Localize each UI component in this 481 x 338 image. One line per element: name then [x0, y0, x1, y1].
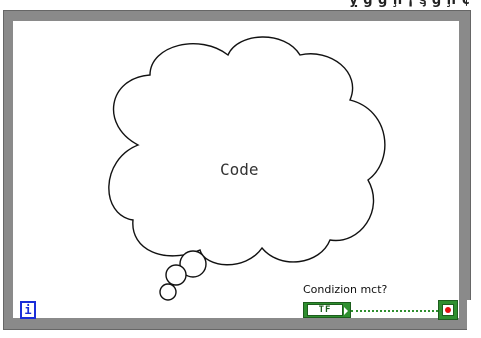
thought-bubble-small — [159, 283, 177, 301]
boolean-control[interactable]: TF — [303, 302, 351, 318]
thought-bubble-medium — [165, 264, 187, 286]
code-cloud-shape — [108, 36, 386, 266]
thought-bubble-large — [179, 250, 207, 278]
iteration-terminal-icon[interactable]: i — [20, 301, 36, 319]
frame-notch — [467, 300, 481, 330]
top-clipped-strip: ỵ ĝ ǵ ḩ ¡ ᶊ ǵ ḩ ¢ — [0, 0, 481, 10]
code-label: Code — [220, 160, 259, 179]
clipped-header-text: ỵ ĝ ǵ ḩ ¡ ᶊ ǵ ḩ ¢ — [349, 0, 471, 8]
boolean-control-text: TF — [307, 304, 343, 316]
stop-condition-icon[interactable] — [438, 300, 458, 320]
stop-dot-icon — [445, 307, 451, 313]
output-arrow-icon — [344, 307, 348, 315]
stop-face — [442, 304, 454, 316]
iteration-glyph: i — [24, 303, 32, 317]
boolean-wire[interactable] — [351, 310, 438, 312]
condition-label: Condizion mct? — [303, 283, 388, 296]
